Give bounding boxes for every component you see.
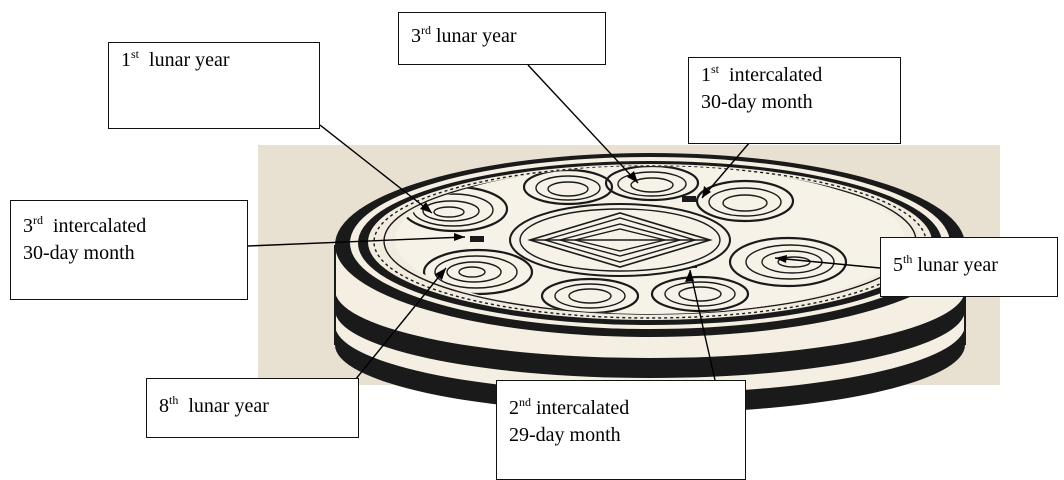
label-eighth-lunar-year: 8th lunar year bbox=[146, 378, 359, 438]
label-first-lunar-year: 1st lunar year bbox=[108, 42, 320, 129]
label-third-lunar-year: 3rd lunar year bbox=[398, 12, 606, 65]
label-fifth-lunar-year: 5th lunar year bbox=[880, 237, 1058, 297]
label-second-intercalated: 2nd intercalated 29-day month bbox=[496, 380, 746, 480]
label-third-intercalated: 3rd intercalated 30-day month bbox=[10, 200, 248, 300]
central-medallion bbox=[510, 204, 730, 276]
decorated-disc bbox=[335, 153, 965, 413]
intercalated-mark-third bbox=[470, 236, 484, 242]
label-first-intercalated: 1st intercalated 30-day month bbox=[688, 57, 901, 144]
intercalated-mark-first bbox=[682, 196, 696, 202]
